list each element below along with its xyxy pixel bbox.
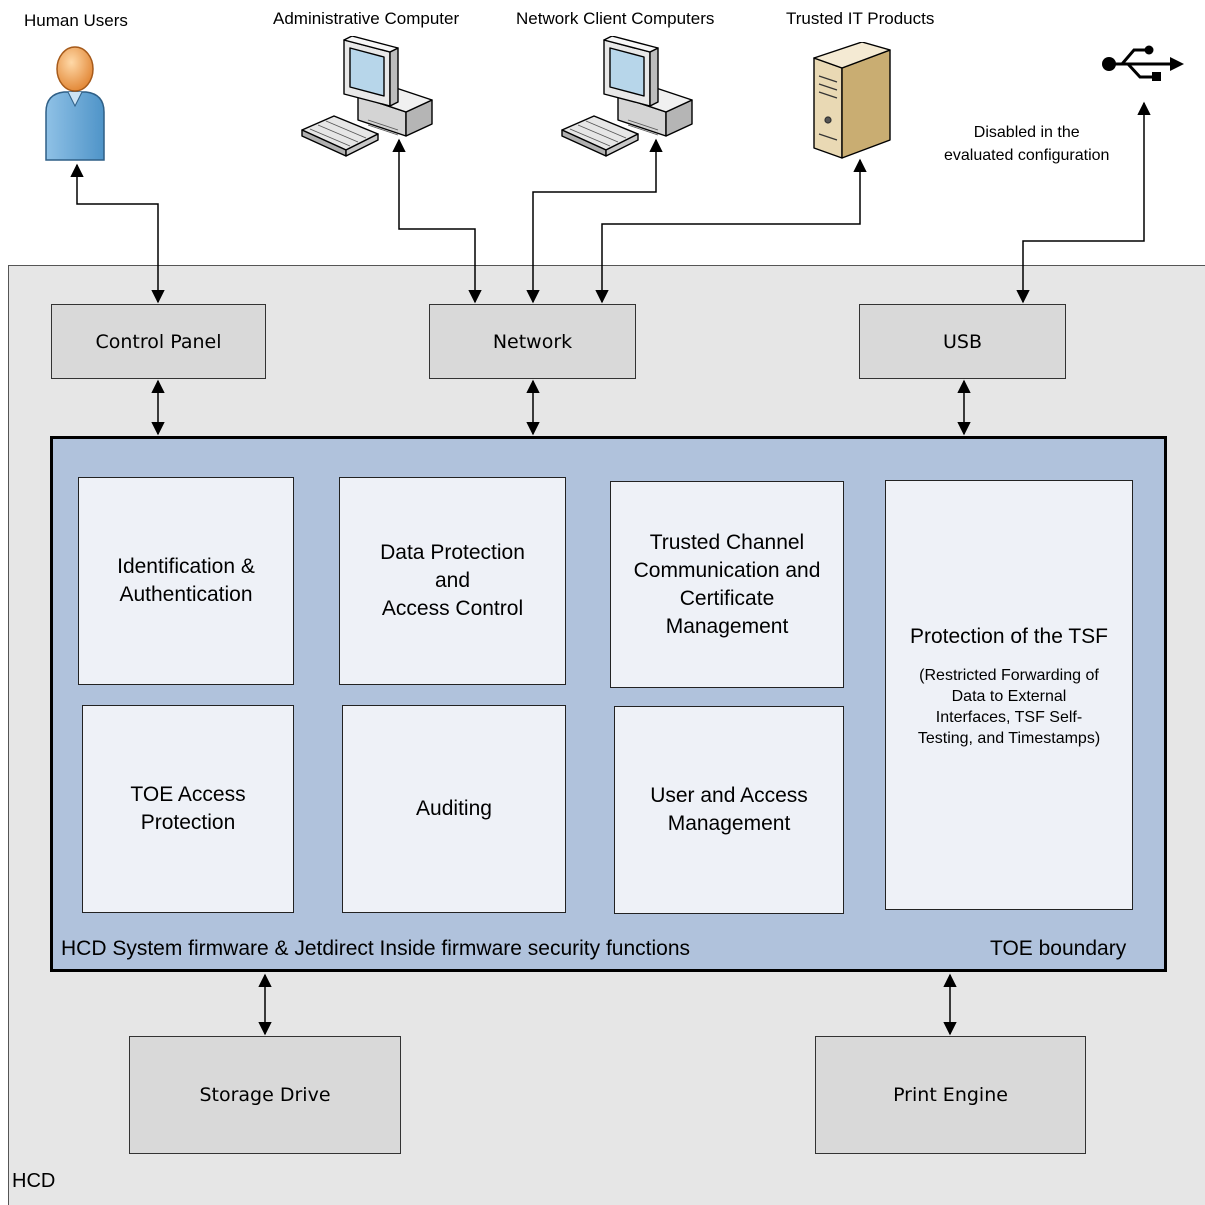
- trusted-channel-label: Trusted Channel Communication and Certif…: [633, 530, 821, 638]
- usb-icon: [1102, 45, 1184, 81]
- connector-trustedit-network: [595, 158, 867, 304]
- toe-boundary-label: TOE boundary: [990, 937, 1127, 960]
- ident-auth-box: Identification & Authentication: [78, 477, 294, 685]
- user-access-box: User and Access Management: [614, 706, 844, 914]
- ident-auth-label: Identification & Authentication: [117, 555, 255, 606]
- auditing-box: Auditing: [342, 705, 566, 913]
- data-protection-label: Data Protection and Access Control: [380, 541, 525, 620]
- computer-icon: [561, 36, 693, 157]
- connector-usbicon-usb: [1016, 101, 1151, 304]
- print-engine-box: Print Engine: [815, 1036, 1086, 1154]
- auditing-label: Auditing: [416, 797, 492, 820]
- server-icon: [813, 42, 891, 159]
- hcd-label: HCD: [12, 1170, 56, 1192]
- protection-tsf-label: Protection of the TSF: [909, 625, 1109, 648]
- user-access-label: User and Access Management: [650, 784, 808, 835]
- toe-access-box: TOE Access Protection: [82, 705, 294, 913]
- network-clients-label: Network Client Computers: [516, 9, 715, 28]
- trusted-it-label: Trusted IT Products: [786, 9, 935, 28]
- data-protection-box: Data Protection and Access Control: [339, 477, 566, 685]
- user-icon: [45, 46, 105, 161]
- human-users-label: Human Users: [24, 11, 128, 30]
- admin-computer-label: Administrative Computer: [273, 9, 460, 28]
- control-panel-box: Control Panel: [51, 304, 266, 379]
- computer-icon: [301, 36, 433, 157]
- connector-clients-network: [526, 138, 663, 304]
- connector-admin-network: [392, 138, 482, 304]
- protection-tsf-box: Protection of the TSF (Restricted Forwar…: [885, 480, 1133, 910]
- toe-access-label: TOE Access Protection: [130, 783, 246, 834]
- protection-tsf-sublabel: (Restricted Forwarding of Data to Extern…: [917, 667, 1101, 747]
- usb-box: USB: [859, 304, 1066, 379]
- storage-drive-box: Storage Drive: [129, 1036, 401, 1154]
- connector-users-controlpanel: [70, 163, 165, 304]
- trusted-channel-box: Trusted Channel Communication and Certif…: [610, 481, 844, 688]
- network-box: Network: [429, 304, 636, 379]
- firmware-label: HCD System firmware & Jetdirect Inside f…: [61, 937, 691, 960]
